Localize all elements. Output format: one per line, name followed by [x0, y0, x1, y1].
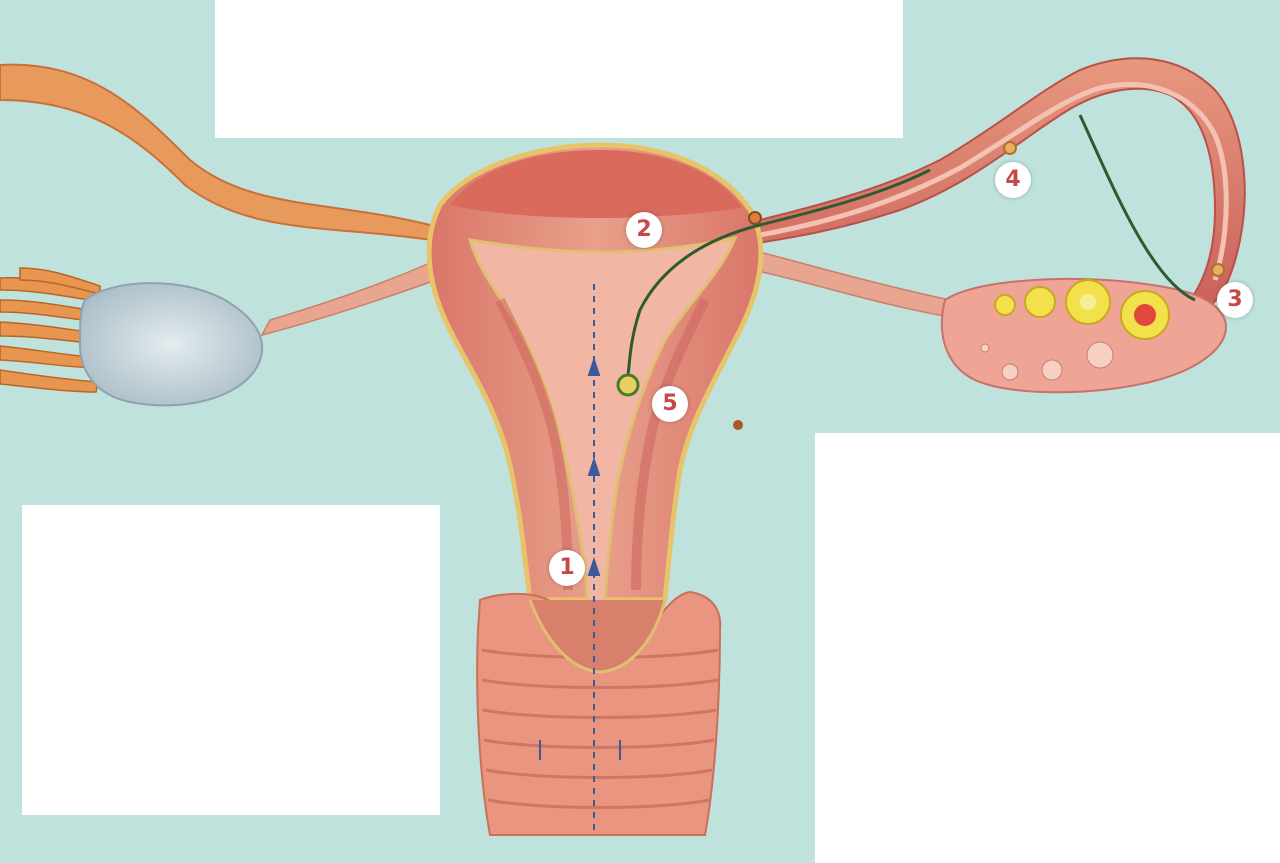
released-ovum-icon	[1212, 264, 1224, 276]
ovum-icon	[1004, 142, 1016, 154]
answer-box-right[interactable]	[815, 433, 1280, 863]
right-ovarian-ligament	[760, 252, 955, 318]
embryo-icon	[618, 375, 638, 395]
fertilized-ovum-icon	[749, 212, 761, 224]
label-4: 4	[995, 162, 1031, 198]
label-5: 5	[652, 386, 688, 422]
answer-box-bottom-left[interactable]	[22, 505, 440, 815]
left-ovarian-ligament	[262, 262, 436, 335]
label-2: 2	[626, 212, 662, 248]
left-ovary	[80, 283, 262, 405]
label-3: 3	[1217, 282, 1253, 318]
uterine-fundus	[450, 150, 742, 218]
answer-box-top[interactable]	[215, 0, 903, 138]
label-1: 1	[549, 550, 585, 586]
